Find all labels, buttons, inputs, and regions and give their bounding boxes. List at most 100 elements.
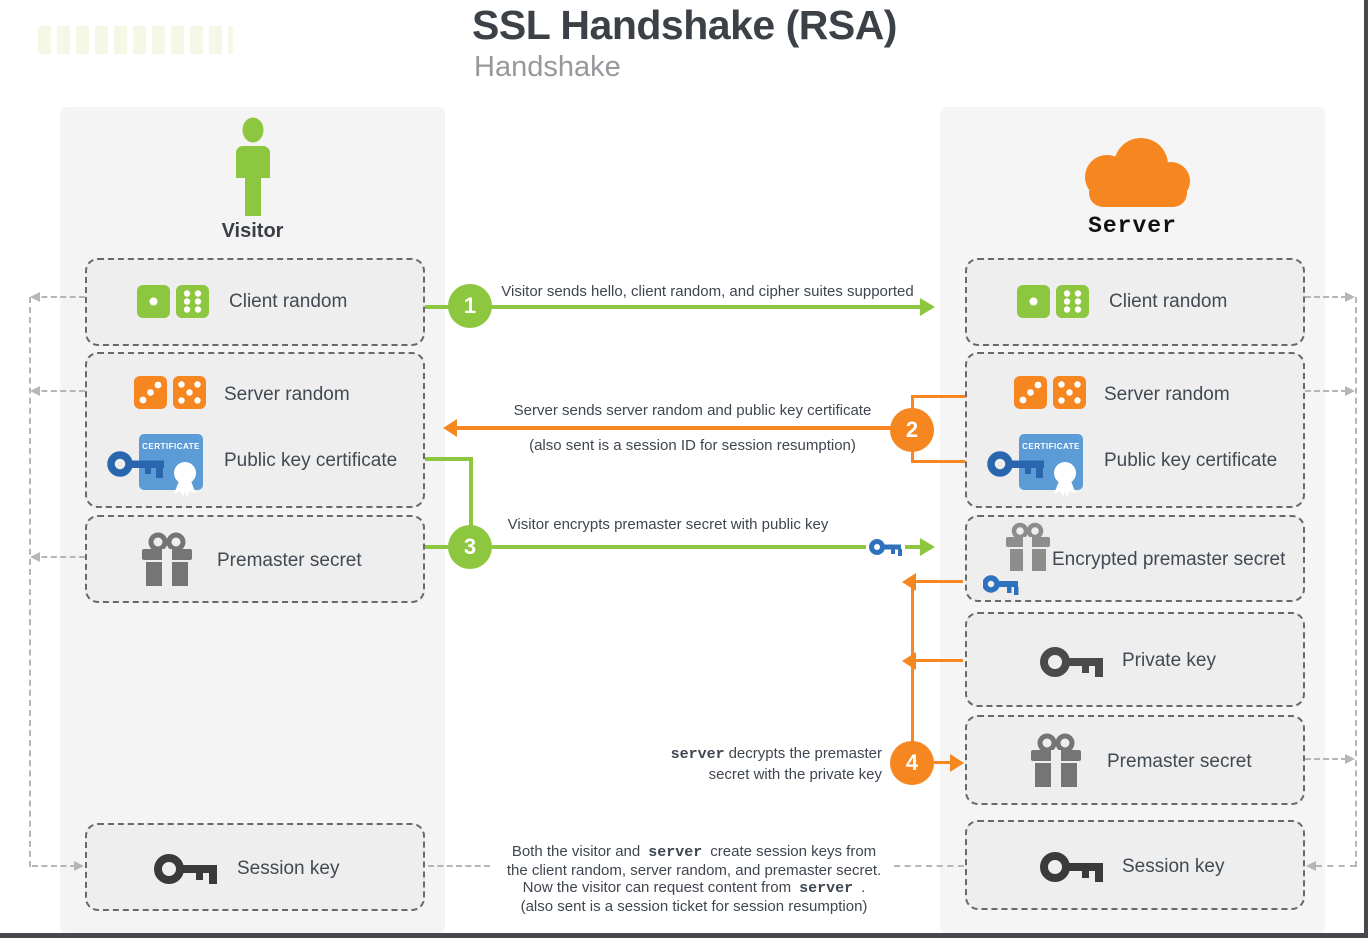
step-3-label: Visitor encrypts premaster secret with p…: [507, 516, 829, 533]
arrow-4-out-line: [934, 761, 952, 764]
step-2-number: 2: [905, 417, 919, 442]
left-stub-session-key: [32, 865, 76, 867]
ghost-watermark: [38, 26, 233, 54]
arrow-2-line: [456, 426, 892, 430]
arrow-3-elbow-h: [425, 457, 472, 461]
right-rail: [1355, 297, 1357, 867]
arrow-4-head: [950, 754, 964, 772]
person-icon: [236, 117, 270, 216]
arrow-4-stub-privatekey-head: [902, 652, 916, 670]
page-title: SSL Handshake (RSA): [472, 2, 897, 48]
server-client-random-box: Client random: [965, 258, 1305, 346]
visitor-label: Visitor: [221, 220, 284, 242]
step-2-label: Server sends server random and public ke…: [513, 402, 872, 419]
box-label: Public key certificate: [224, 450, 398, 471]
gift-icon: [142, 532, 192, 586]
server-premaster-secret-box: Premaster secret: [965, 715, 1305, 805]
arrow-3-head: [920, 538, 935, 556]
right-stub-client-random: [1305, 296, 1347, 298]
arrow-3-line: [492, 545, 866, 549]
step-4-rest: decrypts the premaster: [728, 745, 882, 762]
dice-orange-icon: [1014, 376, 1086, 409]
gift-key-icon: [983, 522, 1050, 595]
window-border-right: [1364, 0, 1368, 938]
certificate-key-icon: CERTIFICATE: [987, 434, 1083, 497]
dice-orange-icon: [134, 376, 206, 409]
footer-l3b: .: [861, 879, 866, 896]
svg-text:CERTIFICATE: CERTIFICATE: [1022, 442, 1080, 451]
step-4-line2: secret with the private key: [708, 766, 882, 783]
key-icon: [154, 854, 217, 884]
right-stub-premaster: [1305, 758, 1347, 760]
left-stub-premaster: [32, 556, 85, 558]
step-3-badge: 3: [448, 525, 492, 569]
step-4-mono: server: [670, 746, 725, 763]
arrow-4-stub-privatekey: [914, 659, 963, 662]
arrow-1-line: [425, 305, 921, 309]
right-stub-server-random-head: [1345, 386, 1355, 396]
visitor-premaster-secret-box: Premaster secret: [85, 515, 425, 603]
key-icon: [1040, 647, 1103, 677]
dice-green-icon: [1017, 285, 1089, 318]
right-stub-premaster-head: [1345, 754, 1355, 764]
box-label: Premaster secret: [1107, 751, 1252, 772]
step-1-label: Visitor sends hello, client random, and …: [501, 283, 914, 300]
right-stub-session-key: [1316, 865, 1356, 867]
left-rail: [29, 297, 31, 867]
box-label: Server random: [1104, 384, 1230, 405]
svg-text:CERTIFICATE: CERTIFICATE: [142, 442, 200, 451]
step-3-number: 3: [463, 534, 477, 559]
arrow-1-head: [920, 298, 935, 316]
page-subtitle: Handshake: [474, 51, 621, 83]
arrow-3-tip-line: [905, 545, 921, 549]
footer-l3-mono: server: [799, 880, 854, 897]
window-border-bottom: [0, 933, 1368, 938]
footer-l3a: Now the visitor can request content from: [522, 879, 792, 896]
server-private-key-box: Private key: [965, 612, 1305, 707]
box-label: Premaster secret: [217, 550, 362, 571]
gift-icon: [1031, 733, 1081, 787]
arrow-2-bracket-top: [911, 395, 965, 398]
server-encrypted-premaster-box: Encrypted premaster secret: [965, 515, 1305, 602]
session-link-right: [894, 865, 964, 867]
step-2-badge: 2: [890, 408, 934, 452]
left-stub-session-key-head: [74, 861, 84, 871]
key-icon: [1040, 852, 1103, 882]
footer-l1b: create session keys from: [710, 843, 877, 860]
left-stub-premaster-head: [30, 552, 40, 562]
footer-l1-mono: server: [648, 844, 703, 861]
visitor-client-random-box: Client random: [85, 258, 425, 346]
box-label: Client random: [229, 291, 348, 312]
server-label: Server: [1088, 213, 1177, 239]
footer-l2: the client random, server random, and pr…: [506, 861, 882, 879]
header: SSL Handshake (RSA) Handshake: [472, 2, 897, 84]
arrow-3-stub: [425, 545, 451, 549]
box-label: Session key: [237, 858, 340, 879]
box-label: Private key: [1122, 650, 1216, 671]
public-key-icon: [869, 539, 902, 556]
step-1-badge: 1: [448, 284, 492, 328]
step-4-number: 4: [905, 750, 919, 775]
visitor-server-random-cert-box: Server random CERTIFICATE Public key cer…: [85, 352, 425, 508]
left-stub-client-random-head: [30, 292, 40, 302]
box-label: Session key: [1122, 856, 1225, 877]
arrow-3-elbow-v: [469, 457, 473, 528]
server-server-random-cert-box: Server random CERTIFICATE Public key cer…: [965, 352, 1305, 508]
left-stub-client-random: [32, 296, 85, 298]
right-stub-client-random-head: [1345, 292, 1355, 302]
right-stub-session-key-head: [1306, 861, 1316, 871]
cloud-icon: [1085, 138, 1190, 207]
step-1-number: 1: [463, 293, 477, 318]
footer-l1a: Both the visitor and: [511, 843, 641, 860]
footer-note: Both the visitor and server create session…: [478, 843, 910, 915]
box-label: Encrypted premaster secret: [1052, 549, 1286, 570]
certificate-key-icon: CERTIFICATE: [107, 434, 203, 497]
box-label: Server random: [224, 384, 350, 405]
arrow-4-stub-encrypted-head: [902, 573, 916, 591]
box-label: Client random: [1109, 291, 1228, 312]
session-link-left: [428, 865, 490, 867]
arrow-2-bracket-bottom: [911, 460, 965, 463]
footer-l4: (also sent is a session ticket for sessi…: [520, 897, 868, 915]
left-stub-server-random-head: [30, 386, 40, 396]
